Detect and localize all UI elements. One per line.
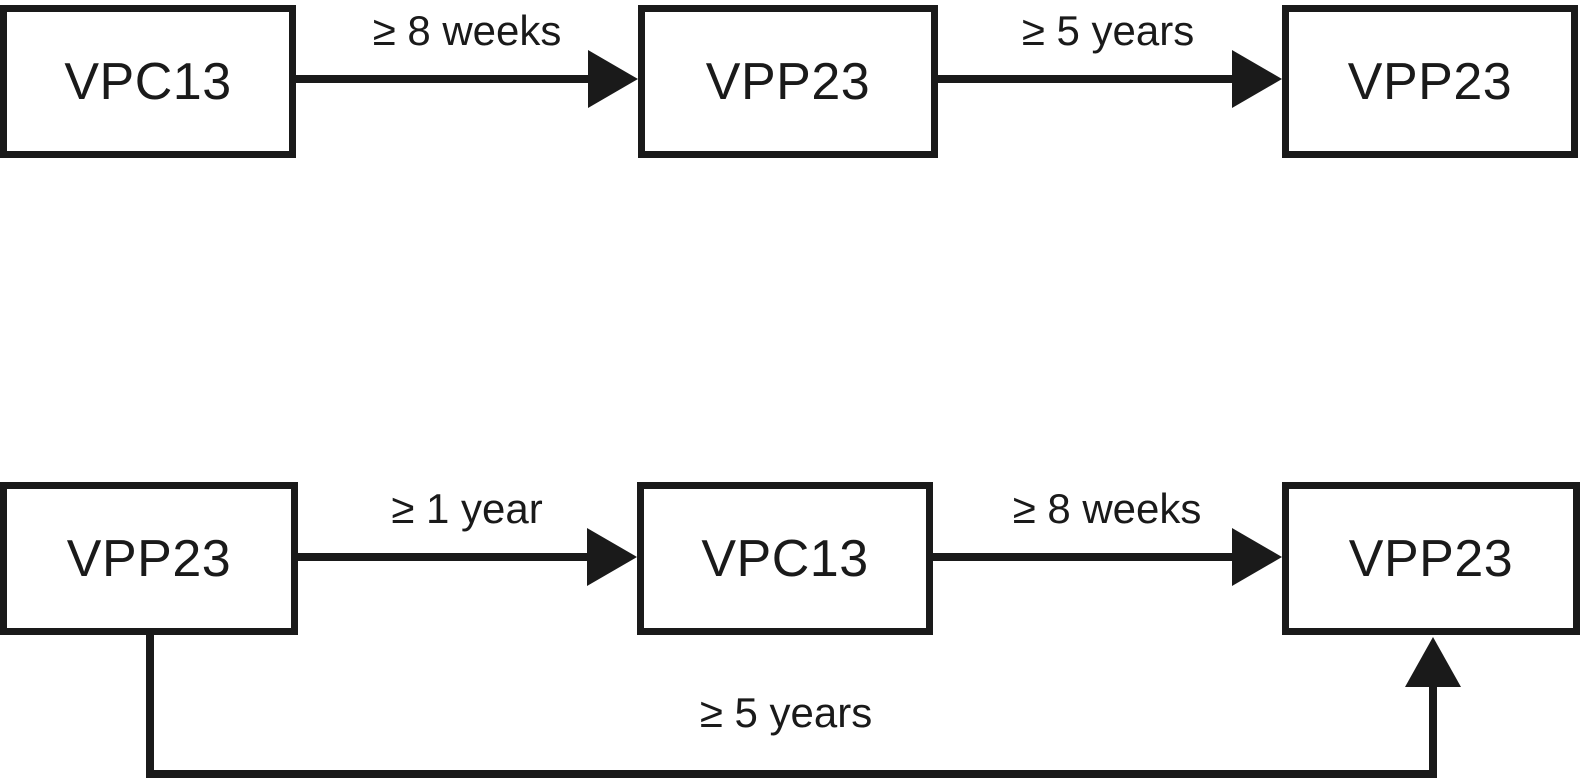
top-node-vpp23-second: VPP23 [1282, 5, 1578, 158]
arrow-label-interval: ≥ 5 years [1021, 7, 1195, 54]
node-label: VPC13 [701, 529, 869, 588]
top-node-vpc13: VPC13 [0, 5, 296, 158]
node-label: VPP23 [705, 52, 871, 111]
top-arrow-2-line [938, 75, 1232, 83]
arrow-label-interval: ≥ 8 weeks [372, 7, 562, 54]
top-node-vpp23-first: VPP23 [638, 5, 938, 158]
bottom-node-vpp23-first: VPP23 [0, 482, 298, 635]
bottom-arrow-1-line [298, 553, 587, 561]
node-label: VPP23 [66, 529, 232, 588]
arrowhead-right-icon [587, 528, 637, 586]
bottom-node-vpp23-second: VPP23 [1282, 482, 1580, 635]
loop-arrow-segment-up [1429, 685, 1437, 778]
node-label: VPC13 [64, 52, 232, 111]
top-arrow-1-line [296, 75, 588, 83]
arrow-label-interval: ≥ 1 year [391, 485, 543, 532]
arrow-label-interval: ≥ 5 years [699, 689, 873, 736]
node-label: VPP23 [1347, 52, 1513, 111]
bottom-arrow-2-line [933, 553, 1232, 561]
arrowhead-right-icon [588, 50, 638, 108]
arrowhead-right-icon [1232, 50, 1282, 108]
arrowhead-up-icon [1405, 637, 1461, 687]
bottom-node-vpc13: VPC13 [637, 482, 933, 635]
node-label: VPP23 [1348, 529, 1514, 588]
arrowhead-right-icon [1232, 528, 1282, 586]
loop-arrow-segment-down [146, 635, 154, 778]
loop-arrow-segment-across [146, 770, 1437, 778]
arrow-label-interval: ≥ 8 weeks [1012, 485, 1202, 532]
